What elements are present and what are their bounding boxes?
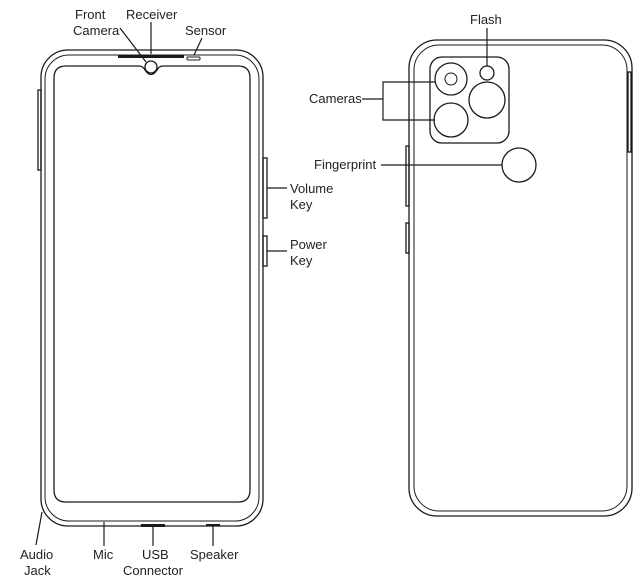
front-outer-frame bbox=[40, 49, 264, 527]
back-side-key-lower bbox=[405, 222, 410, 254]
camera-lens-bottom bbox=[433, 102, 469, 138]
sensor-label: Sensor bbox=[185, 23, 227, 38]
power-key-button bbox=[262, 235, 268, 267]
back-outer-frame bbox=[408, 39, 633, 517]
receiver-slot bbox=[118, 55, 184, 58]
fingerprint-sensor bbox=[501, 147, 537, 183]
usb-port bbox=[141, 524, 165, 527]
speaker-grille bbox=[206, 524, 220, 526]
front-camera-lens bbox=[144, 60, 158, 74]
front-inner-frame bbox=[44, 54, 260, 522]
power-key-label-line2: Key bbox=[290, 253, 313, 268]
left-side-marker bbox=[37, 89, 42, 171]
audio-jack-leader bbox=[35, 511, 43, 546]
back-right-marker bbox=[627, 71, 632, 153]
power-key-label-line1: Power bbox=[290, 237, 328, 252]
back-leader-lines bbox=[362, 28, 502, 166]
front-labels: Front Camera Receiver Sensor Volume Key … bbox=[20, 7, 333, 578]
camera-module bbox=[429, 56, 510, 144]
audio-jack-label-line1: Audio bbox=[20, 547, 53, 562]
front-camera-label-line1: Front bbox=[75, 7, 106, 22]
volume-key-label-line1: Volume bbox=[290, 181, 333, 196]
flash-icon bbox=[479, 65, 495, 81]
flash-label: Flash bbox=[470, 12, 502, 27]
camera-lens-top-outer bbox=[434, 62, 468, 96]
front-camera-label-line2: Camera bbox=[73, 23, 120, 38]
speaker-label: Speaker bbox=[190, 547, 239, 562]
front-camera-leader bbox=[119, 27, 147, 63]
audio-jack-label-line2: Jack bbox=[24, 563, 51, 578]
back-labels: Flash Cameras Fingerprint bbox=[309, 12, 502, 172]
cameras-label: Cameras bbox=[309, 91, 362, 106]
usb-label-line2: Connector bbox=[123, 563, 184, 578]
volume-key-label-line2: Key bbox=[290, 197, 313, 212]
fingerprint-label: Fingerprint bbox=[314, 157, 377, 172]
back-side-key-upper bbox=[405, 145, 410, 207]
mic-label: Mic bbox=[93, 547, 114, 562]
front-screen bbox=[53, 65, 251, 503]
front-leader-lines bbox=[35, 22, 287, 546]
back-inner-frame bbox=[413, 44, 628, 512]
cameras-bracket bbox=[382, 81, 435, 121]
sensor-leader bbox=[193, 37, 203, 56]
volume-key-button bbox=[262, 157, 268, 219]
usb-label-line1: USB bbox=[142, 547, 169, 562]
phone-front-view bbox=[37, 49, 268, 527]
receiver-label: Receiver bbox=[126, 7, 178, 22]
camera-lens-right bbox=[468, 81, 506, 119]
phone-back-view bbox=[405, 39, 633, 517]
sensor-window bbox=[186, 56, 201, 61]
camera-lens-top-inner bbox=[444, 72, 458, 86]
